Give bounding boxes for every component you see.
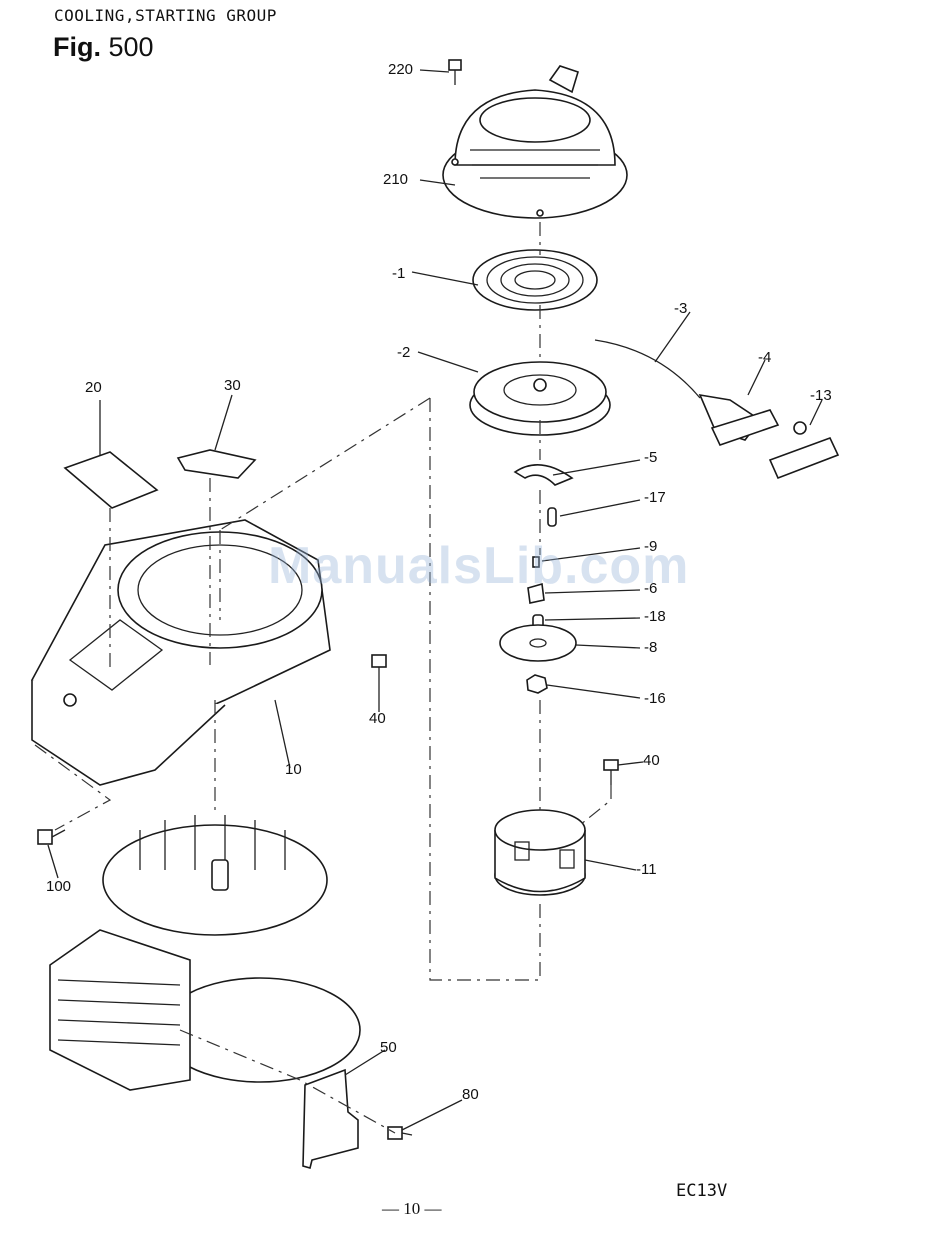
watermark: ManualsLib.com — [268, 536, 689, 596]
bolt-40-left — [372, 655, 386, 690]
label-220: 220 — [388, 61, 413, 78]
label-18: -18 — [644, 608, 666, 625]
label-100: 100 — [46, 878, 71, 895]
bolt-80 — [388, 1127, 412, 1139]
label-80: 80 — [462, 1086, 479, 1103]
label-16: -16 — [644, 690, 666, 707]
bolt-40-right — [604, 760, 618, 785]
page-number: — 10 — — [382, 1199, 442, 1219]
label-210: 210 — [383, 171, 408, 188]
bolt-220 — [449, 60, 461, 85]
plate-8 — [500, 625, 576, 661]
decal-20 — [65, 452, 157, 508]
label-4: -4 — [758, 349, 771, 366]
label-3: -3 — [674, 300, 687, 317]
starter-rope-3 — [595, 340, 700, 398]
label-5: -5 — [644, 449, 657, 466]
label-40-left: 40 — [369, 710, 386, 727]
label-50: 50 — [380, 1039, 397, 1056]
bracket-50 — [303, 1070, 358, 1168]
label-30: 30 — [224, 377, 241, 394]
label-11: -11 — [636, 861, 657, 878]
label-13: -13 — [810, 387, 832, 404]
starter-housing-210 — [443, 66, 627, 218]
decal-30 — [178, 450, 255, 478]
label-17: -17 — [644, 489, 666, 506]
nut-16 — [527, 675, 547, 693]
bolt-100 — [38, 830, 65, 844]
starter-handle-4 — [700, 395, 778, 445]
label-2: -2 — [397, 344, 410, 361]
label-40-right: 40 — [643, 752, 660, 769]
model-code: EC13V — [676, 1181, 727, 1201]
label-10: 10 — [285, 761, 302, 778]
label-20: 20 — [85, 379, 102, 396]
recoil-spring-1 — [473, 250, 597, 310]
pin-17 — [548, 508, 556, 526]
starter-pulley-11 — [495, 810, 585, 895]
label-8: -8 — [644, 639, 657, 656]
label-1: -1 — [392, 265, 405, 282]
handle-part-13 — [770, 422, 838, 478]
ratchet-5 — [515, 465, 572, 485]
engine-block — [50, 815, 360, 1090]
